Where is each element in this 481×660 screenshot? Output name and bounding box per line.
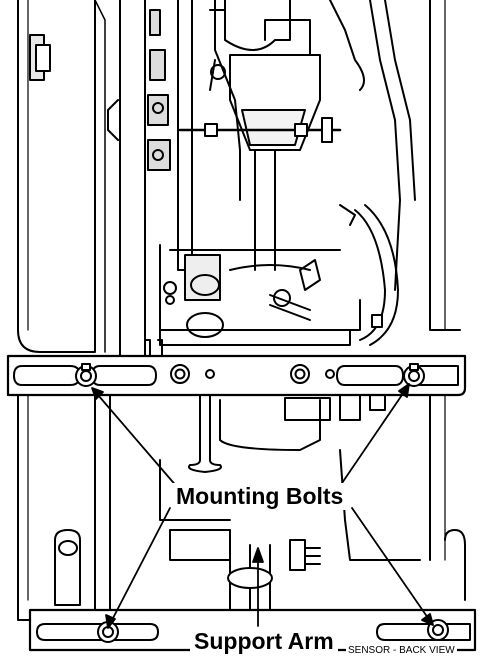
mounting-bolts-label: Mounting Bolts bbox=[172, 483, 348, 510]
arrow-to-upper-right-bolt bbox=[339, 383, 410, 487]
support-arm-label: Support Arm bbox=[190, 628, 338, 655]
linkage-area bbox=[144, 244, 361, 356]
arrow-to-lower-right-bolt bbox=[351, 507, 434, 626]
upper-left-column bbox=[107, 0, 171, 356]
arrow-to-lower-left-bolt bbox=[105, 507, 171, 629]
arrow-to-support-arm bbox=[252, 547, 264, 627]
left-frame bbox=[17, 0, 106, 353]
view-caption: SENSOR - BACK VIEW bbox=[346, 645, 457, 656]
bolt-center-right bbox=[290, 364, 310, 384]
arrow-to-upper-left-bolt bbox=[91, 387, 179, 489]
bolt-center-left bbox=[170, 364, 190, 384]
central-mechanism bbox=[177, 0, 365, 271]
bolt-upper-left bbox=[75, 363, 97, 387]
leader-arrows bbox=[91, 383, 434, 629]
bolt-upper-right bbox=[403, 363, 425, 387]
right-frame bbox=[339, 0, 461, 346]
upper-mounting-bar bbox=[6, 354, 467, 397]
